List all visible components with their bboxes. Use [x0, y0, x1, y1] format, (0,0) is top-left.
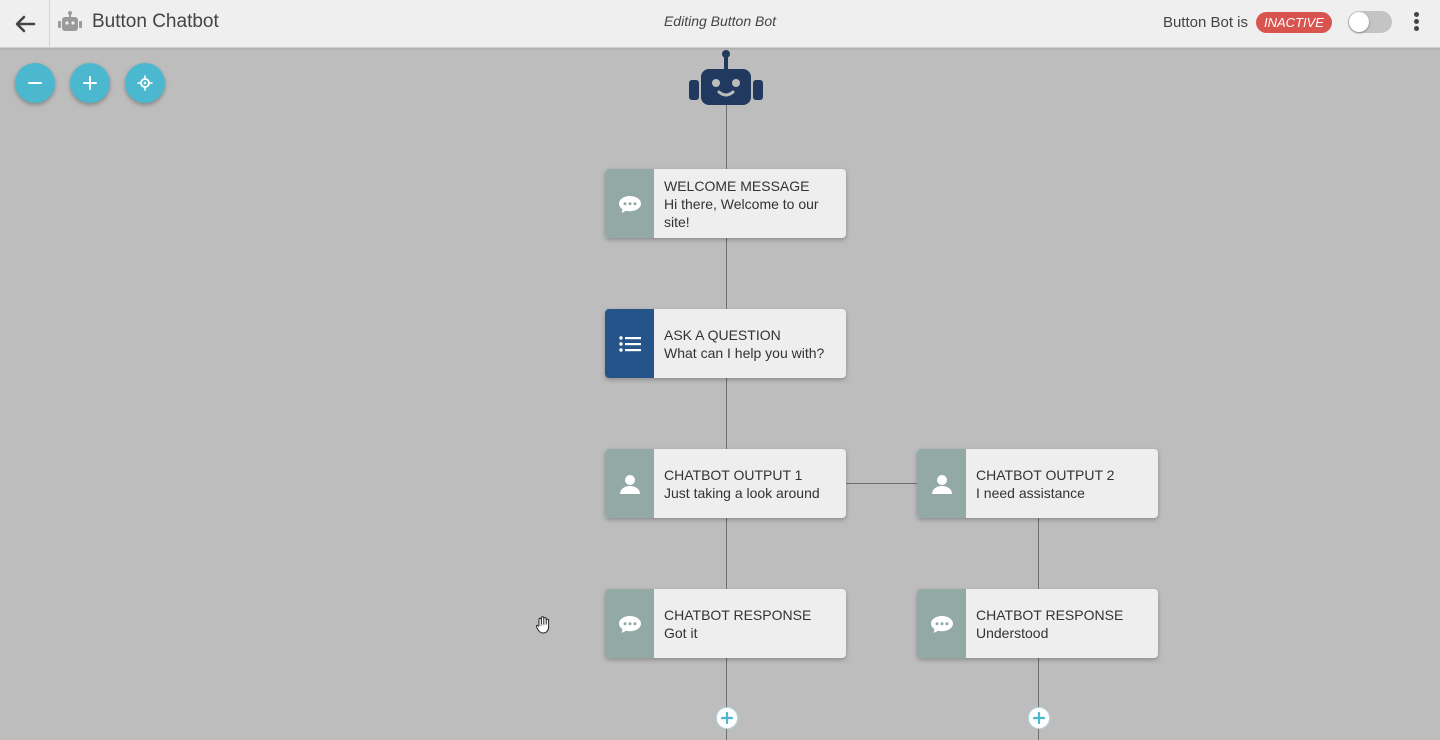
- chat-bubble-icon: [618, 195, 641, 213]
- add-step-button[interactable]: [1028, 707, 1050, 729]
- node-message: What can I help you with?: [664, 345, 825, 361]
- status-label: Button Bot is: [1162, 14, 1248, 31]
- chatbot-output-node[interactable]: CHATBOT OUTPUT 1 Just taking a look arou…: [605, 449, 846, 518]
- user-icon: [931, 474, 952, 494]
- active-toggle[interactable]: [1348, 11, 1392, 33]
- page-title: Button Chatbot: [92, 11, 219, 32]
- plus-icon: [721, 712, 733, 724]
- zoom-in-icon: [83, 76, 97, 90]
- connector-line: [1038, 518, 1039, 590]
- node-message: I need assistance: [976, 485, 1085, 501]
- status-badge: INACTIVE: [1256, 12, 1332, 33]
- user-icon: [619, 474, 640, 494]
- chat-bubble-icon: [618, 615, 641, 633]
- connector-line: [726, 378, 727, 450]
- list-icon: [618, 335, 641, 352]
- toggle-knob: [1349, 12, 1369, 32]
- zoom-out-button[interactable]: [15, 63, 55, 103]
- recenter-button[interactable]: [125, 63, 165, 103]
- robot-icon: [58, 11, 82, 31]
- connector-line: [726, 658, 727, 740]
- hand-cursor-icon: [535, 616, 550, 634]
- zoom-in-button[interactable]: [70, 63, 110, 103]
- chat-bubble-icon: [930, 615, 953, 633]
- chatbot-output-node[interactable]: CHATBOT OUTPUT 2 I need assistance: [917, 449, 1158, 518]
- node-title: CHATBOT RESPONSE: [976, 607, 1124, 623]
- top-bar: Button Chatbot Editing Button Bot Button…: [0, 0, 1440, 48]
- plus-icon: [1033, 712, 1045, 724]
- node-message: Got it: [664, 625, 698, 641]
- node-title: CHATBOT OUTPUT 1: [664, 467, 803, 483]
- arrow-left-icon: [15, 15, 35, 32]
- kebab-menu-icon[interactable]: [1404, 10, 1428, 36]
- node-message: Hi there, Welcome to our site!: [664, 196, 819, 230]
- connector-line: [726, 238, 727, 310]
- connector-line: [846, 483, 918, 484]
- recenter-icon: [137, 75, 153, 91]
- connector-line: [726, 518, 727, 590]
- welcome-message-node[interactable]: WELCOME MESSAGE Hi there, Welcome to our…: [605, 169, 846, 238]
- node-title: CHATBOT RESPONSE: [664, 607, 812, 623]
- ask-question-node[interactable]: ASK A QUESTION What can I help you with?: [605, 309, 846, 378]
- zoom-out-icon: [28, 82, 42, 84]
- editing-label: Editing Button Bot: [663, 13, 777, 29]
- node-message: Understood: [976, 625, 1049, 641]
- node-title: ASK A QUESTION: [664, 327, 781, 343]
- connector-line: [726, 104, 727, 170]
- chatbot-response-node[interactable]: CHATBOT RESPONSE Got it: [605, 589, 846, 658]
- add-step-button[interactable]: [716, 707, 738, 729]
- robot-icon: [689, 50, 763, 105]
- chatbot-response-node[interactable]: CHATBOT RESPONSE Understood: [917, 589, 1158, 658]
- connector-line: [1038, 658, 1039, 740]
- back-button[interactable]: [0, 0, 50, 47]
- node-message: Just taking a look around: [664, 485, 820, 501]
- node-title: CHATBOT OUTPUT 2: [976, 467, 1115, 483]
- node-title: WELCOME MESSAGE: [664, 178, 810, 194]
